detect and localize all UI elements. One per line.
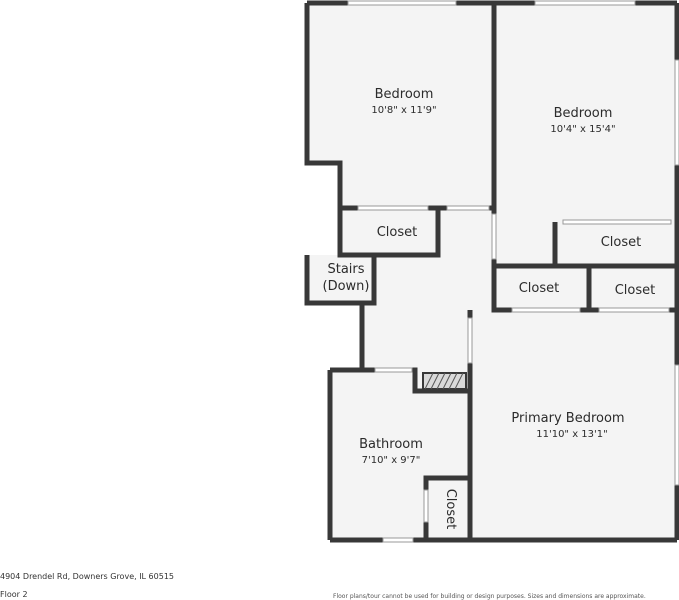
floor-label: Floor 2 — [0, 590, 28, 599]
room-label-bathroom: Bathroom — [359, 437, 423, 452]
room-label-closet-5: Closet — [443, 489, 458, 530]
room-dim-bathroom: 7'10" x 9'7" — [362, 455, 421, 466]
address: 4904 Drendel Rd, Downers Grove, IL 60515 — [0, 572, 175, 581]
room-label-closet-1: Closet — [377, 225, 418, 240]
windows — [347, 0, 679, 543]
room-label-bedroom-1: Bedroom — [375, 87, 434, 102]
room-label-closet-3: Closet — [519, 281, 560, 296]
room-label-stairs: Stairs — [327, 262, 364, 277]
room-dim-bedroom-2: 10'4" x 15'4" — [550, 124, 615, 135]
chimney-hatch — [422, 372, 467, 390]
room-label-bedroom-2: Bedroom — [554, 106, 613, 121]
room-dim-primary-bedroom: 11'10" x 13'1" — [536, 429, 608, 440]
disclaimer: Floor plans/tour cannot be used for buil… — [333, 593, 646, 600]
room-label-closet-2: Closet — [601, 235, 642, 250]
room-dim-bedroom-1: 10'8" x 11'9" — [371, 105, 436, 116]
room-label-primary-bedroom: Primary Bedroom — [511, 411, 624, 426]
room-label-closet-4: Closet — [615, 283, 656, 298]
room-label-stairs-down: (Down) — [323, 279, 370, 294]
